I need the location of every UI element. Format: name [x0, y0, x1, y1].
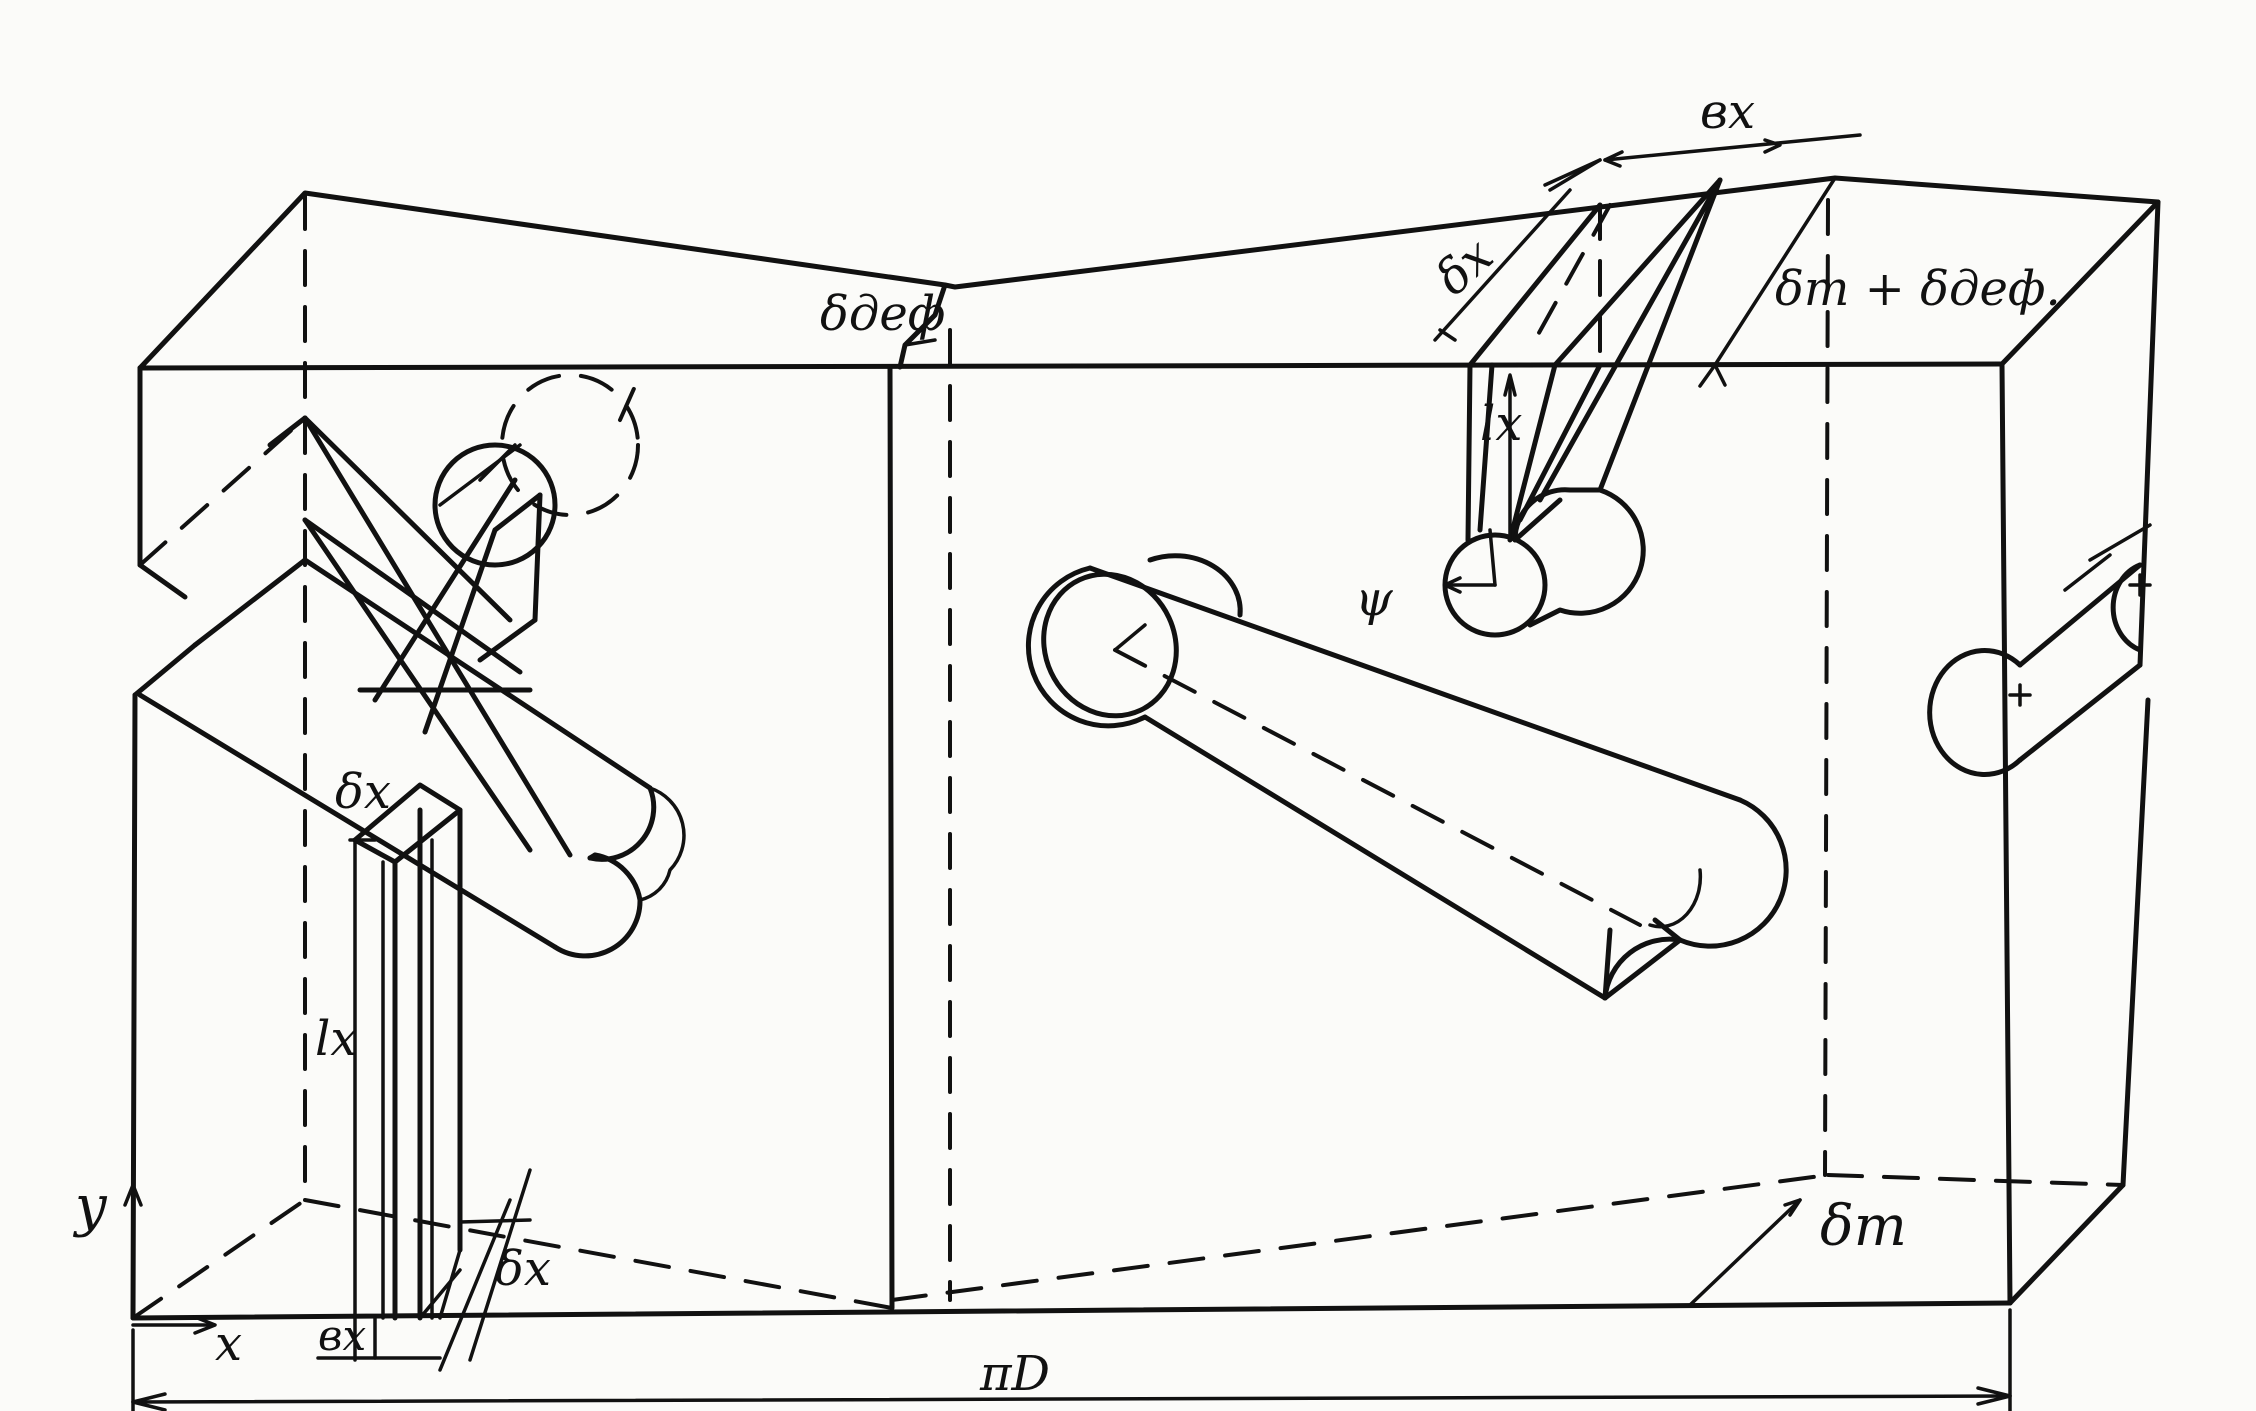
label-l-x-top: lх [1480, 396, 1522, 452]
label-delta-def: δдеф [820, 286, 945, 342]
pi-d-dimension [131, 1308, 2012, 1411]
label-y-axis: у [72, 1174, 108, 1239]
label-pi-d: πD [979, 1346, 1050, 1402]
label-delta-x-top: δх [1425, 227, 1504, 306]
right-side-roller [1927, 523, 2152, 777]
label-delta-t: δт [1820, 1194, 1907, 1259]
delta-t-dimension [1688, 1198, 1802, 1307]
block-outline [130, 175, 2161, 1321]
deformation-notch [897, 282, 948, 370]
label-l-x-left: lх [315, 1011, 357, 1067]
label-delta-t-plus-def: δт + δдеф. [1775, 261, 2061, 317]
label-delta-x-bottom: δх [495, 1241, 551, 1297]
axes [123, 1183, 217, 1335]
left-strip [316, 782, 532, 1372]
upper-right-roller [1433, 133, 1862, 638]
central-roller [1025, 553, 1789, 1001]
label-delta-x-left: δх [335, 764, 391, 820]
left-roller [137, 415, 686, 959]
label-psi: ψ [1355, 571, 1394, 627]
label-x-axis: х [215, 1316, 242, 1372]
hidden-edges [131, 193, 2125, 1320]
label-b-x-bottom: вх [318, 1311, 366, 1360]
labels: вх δх δт + δдеф. δдеф lх ψ δх lх у х вх … [72, 84, 2061, 1402]
label-b-x-top: вх [1700, 84, 1755, 140]
